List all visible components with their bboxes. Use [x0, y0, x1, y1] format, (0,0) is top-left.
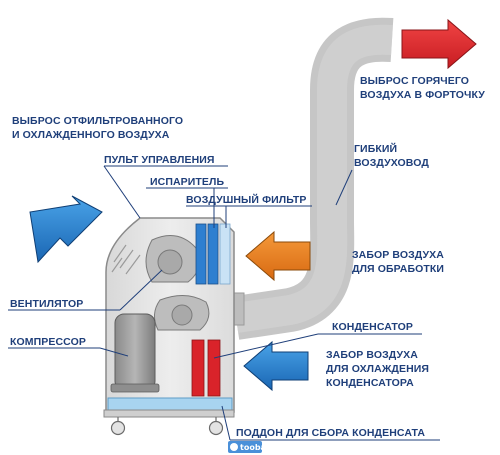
svg-text:ВЫБРОС ГОРЯЧЕГО: ВЫБРОС ГОРЯЧЕГО: [360, 75, 469, 87]
svg-text:ВЫБРОС ОТФИЛЬТРОВАННОГО: ВЫБРОС ОТФИЛЬТРОВАННОГО: [12, 115, 183, 127]
svg-text:ВОЗДУХА В ФОРТОЧКУ: ВОЗДУХА В ФОРТОЧКУ: [360, 89, 485, 101]
label-evaporator: ИСПАРИТЕЛЬ: [150, 176, 224, 188]
intake-condenser-arrow: [243, 340, 309, 392]
intake-processing-arrow: [245, 230, 311, 282]
label-intake-processing: ЗАБОР ВОЗДУХА ДЛЯ ОБРАБОТКИ: [352, 249, 444, 275]
label-compressor: КОМПРЕССОР: [10, 336, 86, 348]
svg-text:tooba: tooba: [240, 443, 266, 452]
label-condenser: КОНДЕНСАТОР: [332, 321, 413, 333]
label-air-filter: ВОЗДУШНЫЙ ФИЛЬТР: [186, 193, 306, 206]
air-conditioner-unit: [103, 217, 235, 436]
outlet-grille: [111, 244, 141, 275]
svg-text:ВОЗДУХОВОД: ВОЗДУХОВОД: [354, 157, 429, 169]
svg-text:ЗАБОР ВОЗДУХА: ЗАБОР ВОЗДУХА: [352, 249, 444, 261]
wheels: [110, 417, 224, 436]
label-hot-air-exhaust: ВЫБРОС ГОРЯЧЕГО ВОЗДУХА В ФОРТОЧКУ: [360, 75, 485, 101]
svg-text:КОНДЕНСАТОРА: КОНДЕНСАТОРА: [326, 377, 414, 389]
cooled-air-outlet-arrow: [29, 195, 103, 264]
hot-air-exhaust-arrow: [401, 18, 477, 70]
svg-text:ДЛЯ ОБРАБОТКИ: ДЛЯ ОБРАБОТКИ: [352, 263, 444, 275]
svg-text:ДЛЯ ОХЛАЖДЕНИЯ: ДЛЯ ОХЛАЖДЕНИЯ: [326, 363, 429, 375]
compressor-unit: [114, 313, 156, 391]
label-flexible-duct: ГИБКИЙ ВОЗДУХОВОД: [354, 142, 429, 169]
watermark-logo-icon: [230, 443, 238, 451]
evaporator-coil: [195, 223, 231, 285]
svg-text:И ОХЛАЖДЕННОГО ВОЗДУХА: И ОХЛАЖДЕННОГО ВОЗДУХА: [12, 129, 170, 141]
label-control-panel: ПУЛЬТ УПРАВЛЕНИЯ: [104, 154, 215, 166]
label-filtered-air-out: ВЫБРОС ОТФИЛЬТРОВАННОГО И ОХЛАЖДЕННОГО В…: [12, 115, 183, 141]
flexible-duct: [232, 17, 394, 340]
leader-lines: [8, 165, 440, 441]
label-condensate-tray: ПОДДОН ДЛЯ СБОРА КОНДЕНСАТА: [236, 427, 425, 439]
label-fan: ВЕНТИЛЯТОР: [10, 298, 83, 310]
watermark: tooba: [228, 441, 266, 453]
svg-text:ГИБКИЙ: ГИБКИЙ: [354, 142, 397, 155]
condenser-coil: [191, 339, 221, 397]
condensate-tray-shape: [107, 397, 233, 411]
label-intake-condenser: ЗАБОР ВОЗДУХА ДЛЯ ОХЛАЖДЕНИЯ КОНДЕНСАТОР…: [326, 349, 429, 389]
svg-text:ЗАБОР ВОЗДУХА: ЗАБОР ВОЗДУХА: [326, 349, 418, 361]
